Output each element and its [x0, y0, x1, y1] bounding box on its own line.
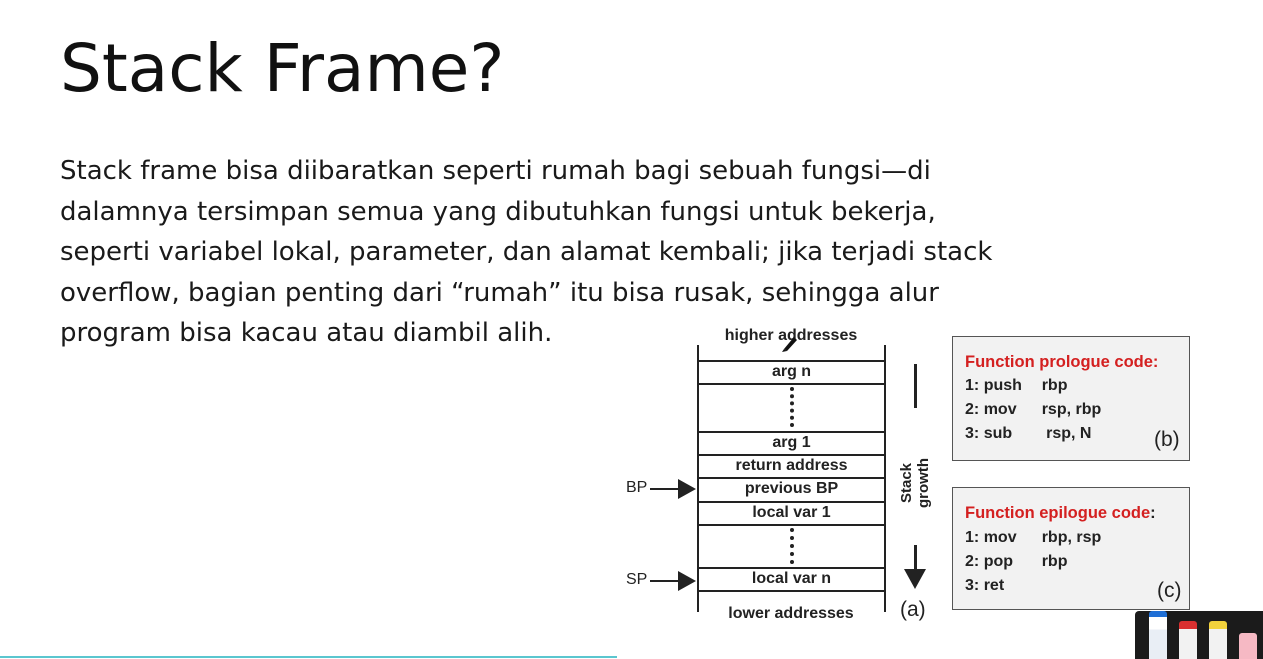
- annotation-toolbar: [1135, 611, 1263, 659]
- code-line: 2: mov rsp, rbp: [965, 401, 1101, 419]
- operands: rbp, rsp: [1041, 529, 1102, 546]
- opcode: mov: [983, 401, 1017, 418]
- ellipsis-dots: [790, 528, 794, 564]
- slide-title: Stack Frame?: [60, 30, 505, 107]
- epilogue-panel: Function epilogue code: 1: mov rbp, rsp 2…: [952, 487, 1190, 610]
- sp-arrow-icon: [678, 571, 696, 591]
- code-line: 1: mov rbp, rsp: [965, 529, 1101, 547]
- slide-body: Stack frame bisa diibaratkan seperti rum…: [60, 151, 1050, 354]
- cell-return-address: return address: [735, 457, 848, 474]
- cell-divider: [697, 360, 886, 362]
- cell-divider: [697, 567, 886, 569]
- operands: rsp, rbp: [1041, 401, 1102, 418]
- sp-arrow-shaft: [650, 580, 680, 582]
- panel-tag-a: (a): [900, 598, 926, 621]
- growth-arrow-icon: [904, 569, 926, 589]
- body-line: seperti variabel lokal, parameter, dan a…: [60, 237, 993, 267]
- cell-divider: [697, 431, 886, 433]
- cell-divider: [697, 590, 886, 592]
- pen-blue-icon[interactable]: [1149, 611, 1167, 659]
- higher-addresses-label: higher addresses: [724, 327, 858, 344]
- body-line: overflow, bagian penting dari “rumah” it…: [60, 277, 939, 308]
- lower-addresses-label: lower addresses: [728, 605, 854, 622]
- sp-label: SP: [626, 571, 648, 588]
- eraser-pink-icon[interactable]: [1239, 633, 1257, 659]
- bp-label: BP: [626, 479, 648, 496]
- bottom-accent-line: [0, 656, 617, 658]
- line-num: 1:: [965, 377, 980, 394]
- epilogue-title: Function epilogue code:: [965, 504, 1156, 523]
- opcode: mov: [983, 529, 1017, 546]
- operands: rsp, N: [1041, 425, 1092, 442]
- opcode: sub: [983, 425, 1013, 442]
- line-num: 2:: [965, 401, 980, 418]
- operands: rbp: [1041, 377, 1068, 394]
- ellipsis-dots: [790, 387, 794, 427]
- cell-divider: [697, 524, 886, 526]
- prologue-title: Function prologue code:: [965, 353, 1159, 371]
- opcode: ret: [983, 577, 1005, 594]
- code-line: 1: push rbp: [965, 377, 1067, 395]
- cell-divider: [697, 501, 886, 503]
- epilogue-title-colon: :: [1150, 504, 1156, 522]
- opcode: push: [983, 377, 1022, 394]
- marker-red-icon[interactable]: [1179, 621, 1197, 659]
- pen-cursor-icon: [782, 337, 797, 352]
- epilogue-title-text: Function epilogue code: [965, 504, 1151, 522]
- line-num: 2:: [965, 553, 980, 570]
- line-num: 3:: [965, 577, 980, 594]
- line-num: 3:: [965, 425, 980, 442]
- code-line: 3: ret: [965, 577, 1042, 595]
- cell-divider: [697, 454, 886, 456]
- cell-divider: [697, 477, 886, 479]
- code-line: 3: sub rsp, N: [965, 425, 1091, 443]
- cell-local-var-n: local var n: [751, 570, 832, 587]
- growth-line-bottom: [914, 545, 917, 571]
- cell-arg-n: arg n: [771, 363, 812, 380]
- line-num: 1:: [965, 529, 980, 546]
- body-line: dalamnya tersimpan semua yang dibutuhkan…: [60, 196, 936, 227]
- prologue-panel: Function prologue code: 1: push rbp 2: mo…: [952, 336, 1190, 461]
- cell-previous-bp: previous BP: [744, 480, 839, 497]
- growth-line-top: [914, 364, 917, 408]
- panel-tag-c: (c): [1157, 579, 1182, 602]
- cell-local-var-1: local var 1: [752, 504, 831, 521]
- highlighter-yellow-icon[interactable]: [1209, 621, 1227, 659]
- body-line: program bisa kacau atau diambil alih.: [60, 318, 553, 348]
- cell-divider: [697, 383, 886, 385]
- panel-tag-b: (b): [1154, 428, 1180, 451]
- operands: rbp: [1041, 553, 1068, 570]
- stack-growth-label: Stack growth: [898, 458, 932, 508]
- bp-arrow-icon: [678, 479, 696, 499]
- cell-arg-1: arg 1: [772, 434, 811, 451]
- opcode: pop: [983, 553, 1014, 570]
- bp-arrow-shaft: [650, 488, 680, 490]
- body-line: Stack frame bisa diibaratkan seperti rum…: [60, 156, 931, 186]
- code-line: 2: pop rbp: [965, 553, 1067, 571]
